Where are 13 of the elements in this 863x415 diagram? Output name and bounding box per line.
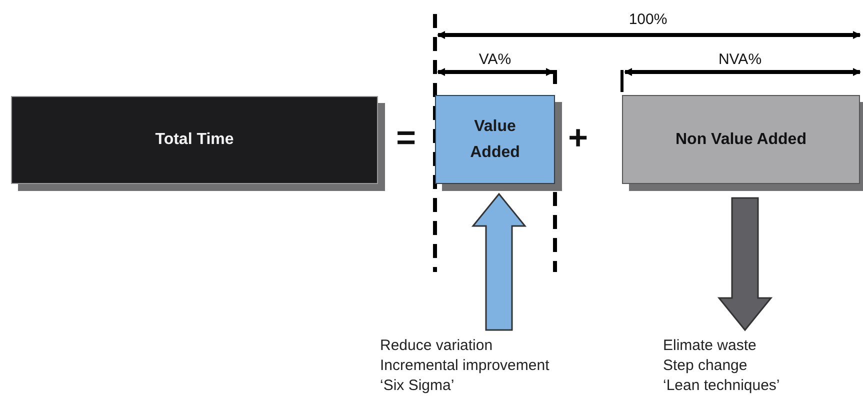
note-text: Elimate waste xyxy=(663,336,758,356)
block-arrow xyxy=(471,192,527,331)
note-text: Incremental improvement xyxy=(380,356,550,376)
note-text: Step change xyxy=(663,356,748,376)
operator-sign: = xyxy=(396,121,416,155)
block-arrow xyxy=(717,197,773,332)
dimension-label: NVA% xyxy=(718,52,762,67)
operator-sign: + xyxy=(568,121,588,155)
note-text: ‘Six Sigma’ xyxy=(380,376,456,396)
dimension-label: 100% xyxy=(628,12,668,27)
dimension-label: VA% xyxy=(478,52,512,67)
note-text: Reduce variation xyxy=(380,336,494,356)
note-text: ‘Lean techniques’ xyxy=(663,376,780,396)
